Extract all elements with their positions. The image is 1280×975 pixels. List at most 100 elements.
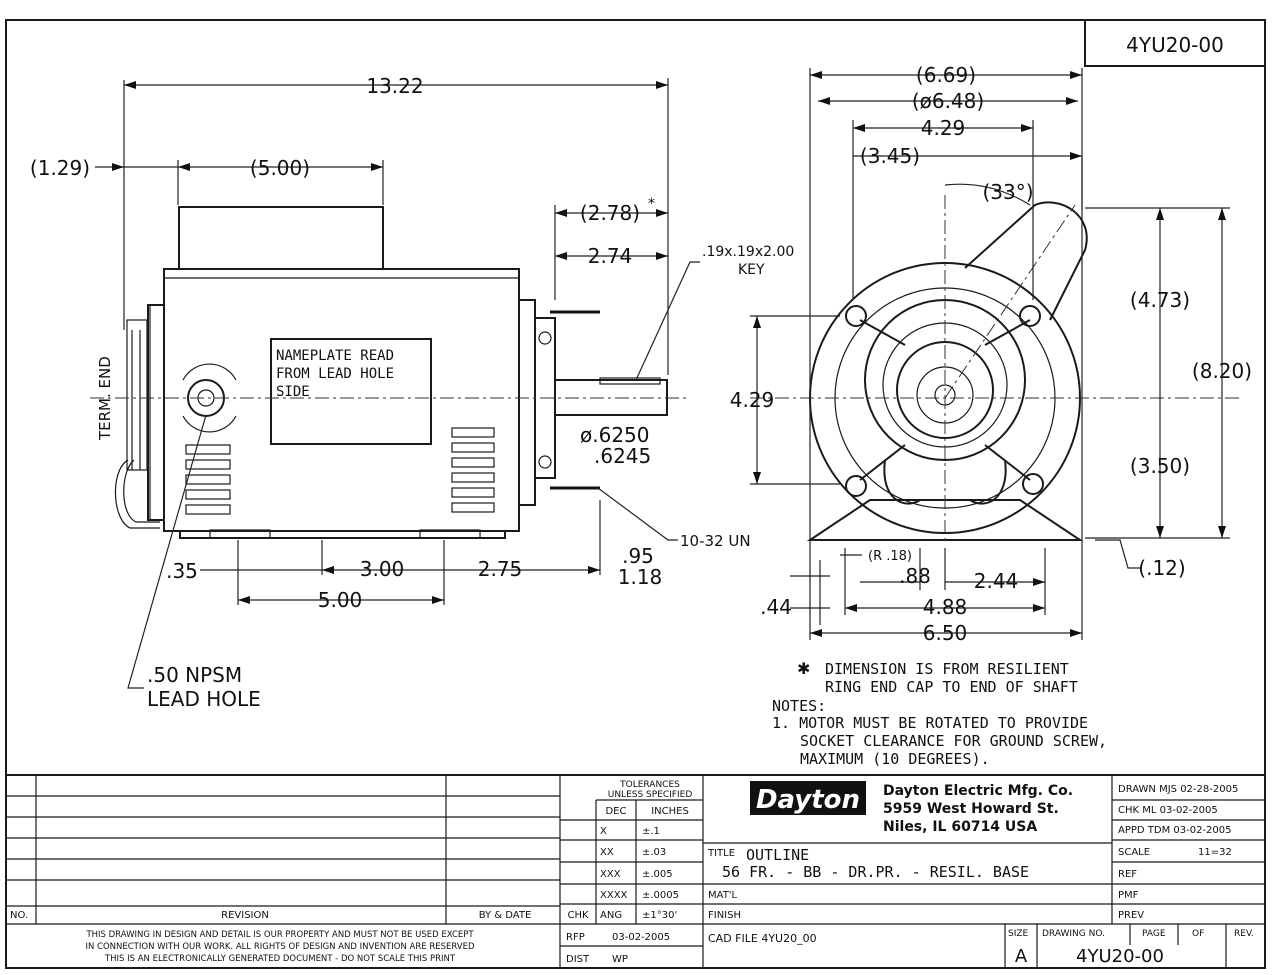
dim-shaft-length: 2.74 — [588, 244, 633, 268]
dim-044: .44 — [760, 595, 792, 619]
dim-820: (8.20) — [1192, 359, 1252, 383]
dim-r018: (R .18) — [868, 549, 912, 564]
tol-col-inches: INCHES — [651, 806, 689, 817]
tolerance-head-2: UNLESS SPECIFIED — [608, 790, 693, 800]
key-size: .19x.19x2.00 — [702, 244, 794, 260]
dim-500: 5.00 — [318, 588, 363, 612]
prev-label: PREV — [1118, 910, 1144, 921]
through-bolts — [845, 305, 1044, 497]
dim-648: (ø6.48) — [912, 89, 984, 113]
title-line-2: 56 FR. - BB - DR.PR. - RESIL. BASE — [722, 863, 1029, 881]
rev-no-label: NO. — [10, 910, 28, 921]
pmf-label: PMF — [1118, 890, 1139, 901]
note-1-line-1: 1. MOTOR MUST BE ROTATED TO PROVIDE — [772, 714, 1088, 732]
nameplate-line-3: SIDE — [276, 384, 310, 400]
lead-hole-line-2: LEAD HOLE — [147, 687, 261, 711]
dim-473: (4.73) — [1130, 288, 1190, 312]
dim-035: .35 — [166, 559, 198, 583]
material-label: MAT'L — [708, 890, 738, 901]
star-note-line-1: DIMENSION IS FROM RESILIENT — [825, 660, 1069, 678]
dim-669: (6.69) — [916, 63, 976, 87]
dim-244: 2.44 — [974, 569, 1019, 593]
disclaimer-line-3: THIS IS AN ELECTRONICALLY GENERATED DOCU… — [104, 954, 456, 964]
company-line-2: 5959 West Howard St. — [883, 801, 1059, 817]
note-1-line-2: SOCKET CLEARANCE FOR GROUND SCREW, — [800, 732, 1107, 750]
note-1-line-3: MAXIMUM (10 DEGREES). — [800, 750, 990, 768]
tol-dec-ang: ANG — [600, 910, 622, 921]
scale-value: 11=32 — [1198, 847, 1232, 858]
thread-label: 10-32 UN — [680, 532, 751, 550]
dayton-logo — [750, 781, 866, 815]
dim-429-left: 4.29 — [730, 388, 775, 412]
title-line-1: OUTLINE — [746, 846, 809, 864]
by-date-label: BY & DATE — [479, 910, 532, 921]
size-label: SIZE — [1008, 929, 1029, 939]
title-block: NO. REVISION BY & DATE CHK TOLERANCES UN… — [6, 774, 1265, 969]
disclaimer-line-1: THIS DRAWING IN DESIGN AND DETAIL IS OUR… — [85, 930, 474, 940]
dim-275: 2.75 — [478, 557, 523, 581]
drawn-by: DRAWN MJS 02-28-2005 — [1118, 784, 1238, 795]
dim-095: .95 — [622, 544, 654, 568]
tol-val-xx: ±.03 — [642, 847, 666, 858]
scale-label: SCALE — [1118, 847, 1150, 858]
vent-slots-right — [451, 427, 495, 513]
company-line-1: Dayton Electric Mfg. Co. — [883, 783, 1073, 799]
key-label: KEY — [738, 262, 765, 278]
page-label: PAGE — [1142, 929, 1166, 939]
nameplate-line-2: FROM LEAD HOLE — [276, 366, 394, 382]
dim-shaft-dia-top: ø.6250 — [580, 423, 650, 447]
svg-text:NAMEPLATE READ FROM LEAD: NAMEPLATE READ FROM LEAD HOLE SIDE — [276, 348, 402, 400]
dim-488: 4.88 — [923, 595, 968, 619]
tol-dec-x: X — [600, 826, 607, 837]
dist-label: DIST — [566, 954, 590, 965]
tol-val-xxx: ±.005 — [642, 869, 673, 880]
tol-val-x: ±.1 — [642, 826, 660, 837]
dim-088: .88 — [899, 564, 931, 588]
capacitor-cover — [178, 206, 384, 270]
dim-118: 1.18 — [618, 565, 663, 589]
vent-slots-left — [185, 444, 231, 515]
dim-shaft-dia-bot: .6245 — [594, 444, 651, 468]
resilient-base — [806, 499, 1084, 541]
cad-file: CAD FILE 4YU20_00 — [708, 932, 817, 945]
title-label: TITLE — [707, 848, 735, 859]
dim-shaft-resilient: (2.78) — [580, 201, 640, 225]
rev-label: REV. — [1234, 929, 1254, 939]
chk-label: CHK — [567, 910, 589, 921]
dim-term-offset: (1.29) — [30, 156, 90, 180]
nameplate — [270, 338, 432, 445]
dim-300: 3.00 — [360, 557, 405, 581]
approved-by: APPD TDM 03-02-2005 — [1118, 825, 1232, 836]
tolerance-head-1: TOLERANCES — [619, 780, 680, 790]
drawing-number: 4YU20-00 — [1076, 946, 1164, 967]
dim-012: (.12) — [1138, 556, 1185, 580]
motor-frame — [163, 268, 520, 532]
ref-label: REF — [1118, 869, 1137, 880]
dim-650: 6.50 — [923, 621, 968, 645]
drawing-id-box — [1084, 19, 1266, 67]
notes-header: NOTES: — [772, 697, 826, 715]
shaft-key — [599, 377, 661, 385]
term-end-label: TERM. END — [96, 356, 114, 441]
rfp-label: RFP — [566, 932, 585, 943]
tol-dec-xx: XX — [600, 847, 614, 858]
of-label: OF — [1192, 929, 1204, 939]
drawing-no-label: DRAWING NO. — [1042, 929, 1105, 939]
tol-val-xxxx: ±.0005 — [642, 890, 679, 901]
lead-hole-line-1: .50 NPSM — [147, 663, 242, 687]
star-note-marker: ✱ — [797, 659, 810, 678]
company-line-3: Niles, IL 60714 USA — [883, 819, 1037, 835]
size-value: A — [1015, 946, 1028, 967]
tol-dec-xxxx: XXXX — [600, 890, 628, 901]
notes: ✱ DIMENSION IS FROM RESILIENT RING END C… — [772, 659, 1107, 768]
dim-345: (3.45) — [860, 144, 920, 168]
dim-frame-length: (5.00) — [250, 156, 310, 180]
side-view: NAMEPLATE READ FROM LEAD HOLE SIDE TERM.… — [30, 74, 794, 711]
dim-350: (3.50) — [1130, 454, 1190, 478]
dim-429-top: 4.29 — [921, 116, 966, 140]
dim-overall-length: 13.22 — [366, 74, 423, 98]
dim-angle-33: (33°) — [982, 180, 1033, 204]
nameplate-line-1: NAMEPLATE READ — [276, 348, 394, 364]
star-note-line-2: RING END CAP TO END OF SHAFT — [825, 678, 1078, 696]
